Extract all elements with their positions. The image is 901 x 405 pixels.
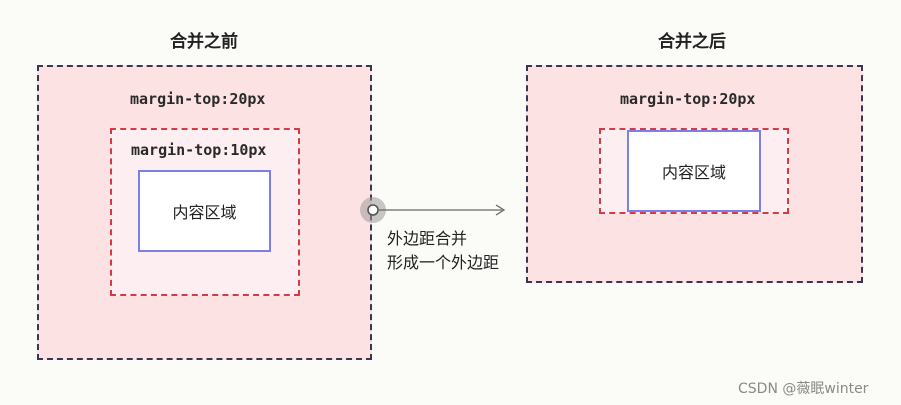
after-title: 合并之后	[658, 32, 726, 52]
annotation-line-2: 形成一个外边距	[387, 253, 500, 272]
watermark-text: CSDN @薇眠winter	[738, 381, 869, 397]
after-content-label: 内容区域	[661, 163, 726, 182]
before-content-label: 内容区域	[172, 203, 237, 222]
arrow-origin-dot	[367, 204, 379, 216]
before-inner-margin-label: margin-top:10px	[131, 141, 267, 159]
before-content-box: 内容区域	[138, 170, 271, 252]
arrow-head	[495, 204, 506, 216]
after-content-box: 内容区域	[627, 130, 761, 212]
before-outer-margin-label: margin-top:20px	[130, 90, 266, 108]
after-outer-box	[526, 65, 863, 283]
annotation-line-1: 外边距合并	[387, 229, 468, 248]
before-title: 合并之前	[170, 32, 238, 52]
after-outer-margin-label: margin-top:20px	[620, 90, 756, 108]
